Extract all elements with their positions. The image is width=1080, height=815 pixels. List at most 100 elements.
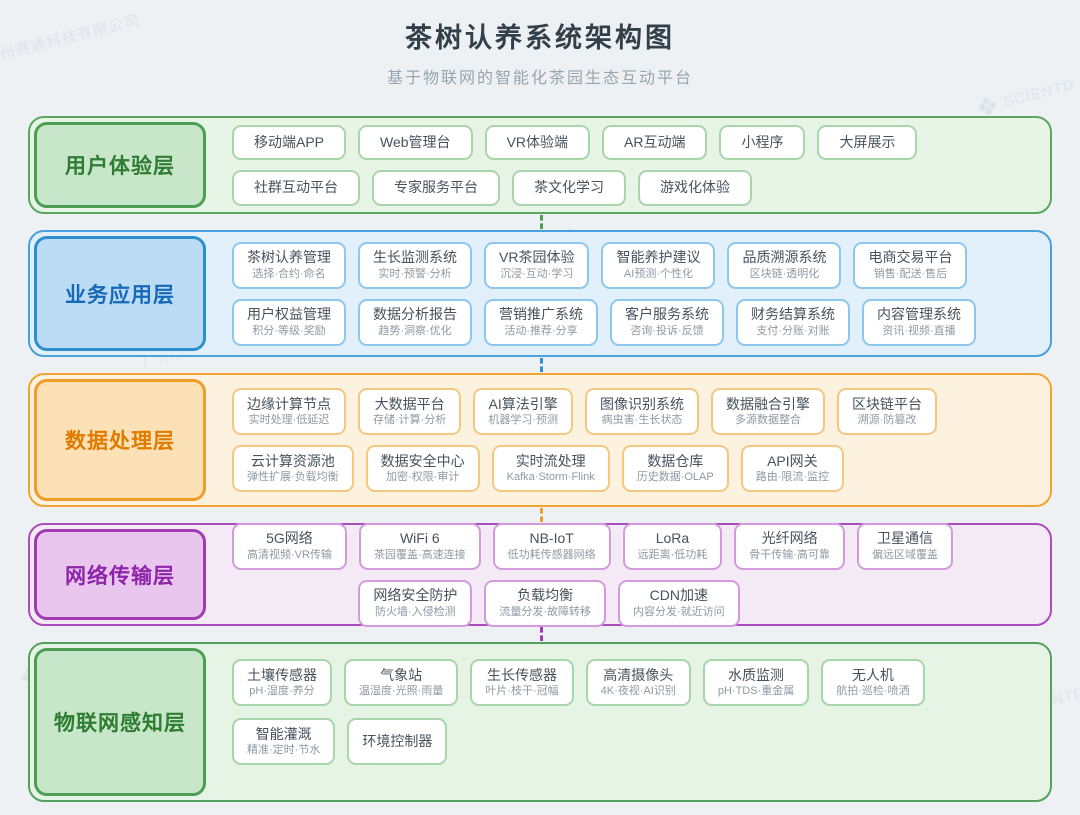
module-subtitle: 活动·推荐·分享 (504, 324, 578, 337)
module-title: 光纤网络 (761, 530, 818, 547)
module-subtitle: 流量分发·故障转移 (499, 605, 591, 618)
module-title: 区块链平台 (852, 395, 922, 412)
module-subtitle: 路由·限流·监控 (755, 471, 830, 484)
module-subtitle: 高清视频·VR传输 (247, 548, 332, 561)
module-title: 用户权益管理 (247, 306, 331, 323)
module-card: 边缘计算节点实时处理·低延迟 (232, 388, 346, 435)
module-card: AI算法引擎机器学习·预测 (473, 388, 573, 435)
module-card: 云计算资源池弹性扩展·负载均衡 (232, 445, 354, 492)
module-subtitle: 销售·配送·售后 (873, 267, 948, 280)
module-card: 用户权益管理积分·等级·奖励 (232, 298, 346, 346)
module-card: 游戏化体验 (638, 170, 752, 206)
module-title: NB-IoT (529, 530, 574, 547)
module-card: 小程序 (719, 124, 806, 160)
module-subtitle: 支付·分账·对账 (756, 324, 830, 337)
layer-label: 业务应用层 (34, 236, 206, 351)
module-card: 数据安全中心加密·权限·审计 (365, 445, 480, 492)
module-title: 网络安全防护 (373, 587, 458, 604)
module-title: 数据仓库 (647, 452, 704, 469)
page-subtitle: 基于物联网的智能化茶园生态互动平台 (386, 70, 693, 87)
layer-label: 用户体验层 (34, 122, 206, 208)
module-card: 茶树认养管理选择·合约·命名 (232, 241, 346, 289)
module-subtitle: 溯源·防篡改 (857, 414, 917, 427)
module-card: 负载均衡流量分发·故障转移 (484, 579, 606, 627)
layer-label: 数据处理层 (34, 379, 206, 501)
module-card: Web管理台 (358, 124, 473, 160)
module-title: 智能养护建议 (616, 249, 701, 266)
module-card: 财务结算系统支付·分账·对账 (736, 298, 850, 346)
module-subtitle: 防火墙·入侵检测 (374, 605, 456, 618)
module-card: 卫星通信偏远区域覆盖 (856, 522, 953, 570)
module-subtitle: 茶园覆盖·高速连接 (373, 548, 466, 561)
module-title: 实时流处理 (515, 452, 586, 469)
module-card: 光纤网络骨干传输·高可靠 (734, 522, 845, 570)
module-row: 社群互动平台专家服务平台茶文化学习游戏化体验 (232, 170, 1036, 206)
module-title: 边缘计算节点 (247, 395, 331, 412)
dashed-connector-line (540, 358, 543, 372)
module-subtitle: 病虫害·生长状态 (601, 414, 683, 427)
module-title: 生长传感器 (486, 666, 557, 683)
module-subtitle: 内容分发·就近访问 (633, 605, 725, 618)
module-title: 负载均衡 (517, 587, 574, 604)
module-subtitle: 远距离·低功耗 (637, 548, 708, 561)
module-card: 生长传感器叶片·枝干·冠幅 (470, 659, 574, 706)
module-subtitle: 咨询·投诉·反馈 (630, 324, 704, 337)
module-subtitle: 实时处理·低延迟 (248, 414, 330, 427)
dashed-connector-line (540, 508, 543, 522)
module-subtitle: pH·TDS·重金属 (717, 685, 795, 698)
layer-connector (28, 626, 1052, 642)
module-card: CDN加速内容分发·就近访问 (618, 579, 740, 627)
module-title: 高清摄像头 (603, 666, 674, 683)
module-title: 云计算资源池 (250, 452, 335, 469)
module-card: 区块链平台溯源·防篡改 (837, 388, 937, 435)
module-card: 茶文化学习 (512, 170, 626, 206)
module-subtitle: 区块链·透明化 (749, 267, 820, 280)
module-subtitle: 偏远区域覆盖 (871, 548, 938, 561)
dashed-connector-line (540, 627, 543, 641)
module-subtitle: 积分·等级·奖励 (252, 324, 326, 337)
module-card: 客户服务系统咨询·投诉·反馈 (610, 298, 724, 346)
module-subtitle: Kafka·Storm·Flink (506, 471, 595, 484)
module-title: VR茶园体验 (499, 249, 575, 266)
module-card: 智能灌溉精准·定时·节水 (232, 718, 336, 765)
module-title: 水质监测 (728, 666, 785, 683)
module-subtitle: 叶片·枝干·冠幅 (485, 685, 559, 698)
module-card: 数据仓库历史数据·OLAP (621, 445, 729, 492)
module-subtitle: 资讯·视频·直播 (882, 324, 956, 337)
page-title: 茶树认养系统架构图 (405, 23, 675, 53)
module-subtitle: AI预测·个性化 (623, 267, 693, 280)
module-card: 专家服务平台 (372, 170, 500, 206)
module-title: 智能灌溉 (255, 725, 312, 742)
layer-connector (28, 507, 1052, 523)
module-title: 客户服务系统 (625, 306, 709, 323)
module-title: VR体验端 (506, 133, 569, 150)
module-card: API网关路由·限流·监控 (740, 445, 845, 492)
module-title: 卫星通信 (876, 530, 933, 547)
module-card: 大屏展示 (817, 124, 918, 160)
module-card: 内容管理系统资讯·视频·直播 (862, 298, 976, 346)
module-title: LoRa (655, 530, 690, 547)
module-card: 气象站温湿度·光照·雨量 (344, 659, 459, 706)
module-title: 品质溯源系统 (742, 249, 827, 266)
module-card: VR茶园体验沉浸·互动·学习 (484, 241, 590, 289)
module-card: AR互动端 (602, 124, 708, 160)
module-title: 内容管理系统 (877, 306, 961, 323)
module-title: 财务结算系统 (751, 306, 835, 323)
module-subtitle: 航拍·巡检·喷洒 (836, 685, 910, 698)
module-subtitle: 多源数据整合 (735, 414, 801, 427)
module-card: 品质溯源系统区块链·透明化 (727, 241, 842, 289)
module-card: 5G网络高清视频·VR传输 (232, 522, 347, 570)
